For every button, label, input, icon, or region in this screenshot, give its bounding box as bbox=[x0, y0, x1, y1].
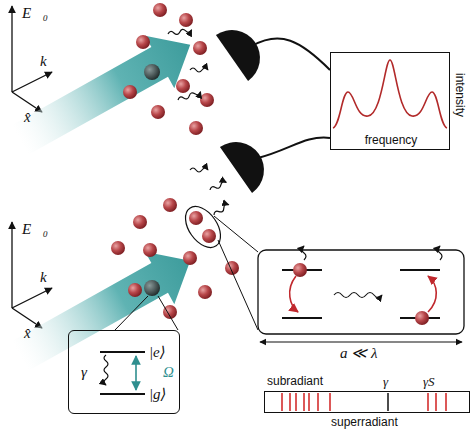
axis-label: x̂ bbox=[22, 326, 33, 341]
driven-atom bbox=[144, 64, 160, 80]
detector-wire bbox=[252, 38, 330, 158]
rate-label: γS bbox=[423, 375, 435, 388]
rate-lines bbox=[282, 393, 446, 411]
state-label: |g⟩ bbox=[149, 387, 166, 402]
axis-label: E⃗₀ bbox=[20, 6, 50, 21]
state-label: |e⟩ bbox=[149, 345, 166, 360]
dimension-label: a ≪ λ bbox=[338, 346, 380, 361]
bar-label: subradiant bbox=[267, 375, 323, 387]
rate-bar: subradiantγγSsuperradiant bbox=[264, 391, 470, 413]
axis-label: E⃗₀ bbox=[20, 222, 50, 237]
rate-label: γ bbox=[383, 375, 388, 388]
spectrum-curve bbox=[333, 60, 447, 128]
rate-label: γ bbox=[81, 365, 87, 380]
photons bbox=[168, 28, 230, 217]
axis-label: frequency bbox=[365, 134, 418, 146]
axis-label: intensity bbox=[454, 73, 466, 117]
axis-label: x̂ bbox=[22, 110, 33, 125]
bar-label: superradiant bbox=[331, 416, 398, 428]
axis-label: k⃗ bbox=[38, 54, 60, 69]
level-scheme bbox=[100, 296, 178, 394]
pair-inset bbox=[178, 200, 464, 342]
detector bbox=[216, 19, 275, 193]
atoms bbox=[111, 3, 239, 319]
level-scheme-box: |e⟩ |g⟩ γ Ω bbox=[68, 330, 180, 414]
driven-atom bbox=[144, 280, 160, 296]
axis-label: k⃗ bbox=[38, 270, 60, 285]
laser-beam bbox=[5, 19, 204, 167]
spectrum-plot: frequencyintensity bbox=[330, 52, 450, 150]
rabi-label: Ω bbox=[163, 365, 174, 380]
